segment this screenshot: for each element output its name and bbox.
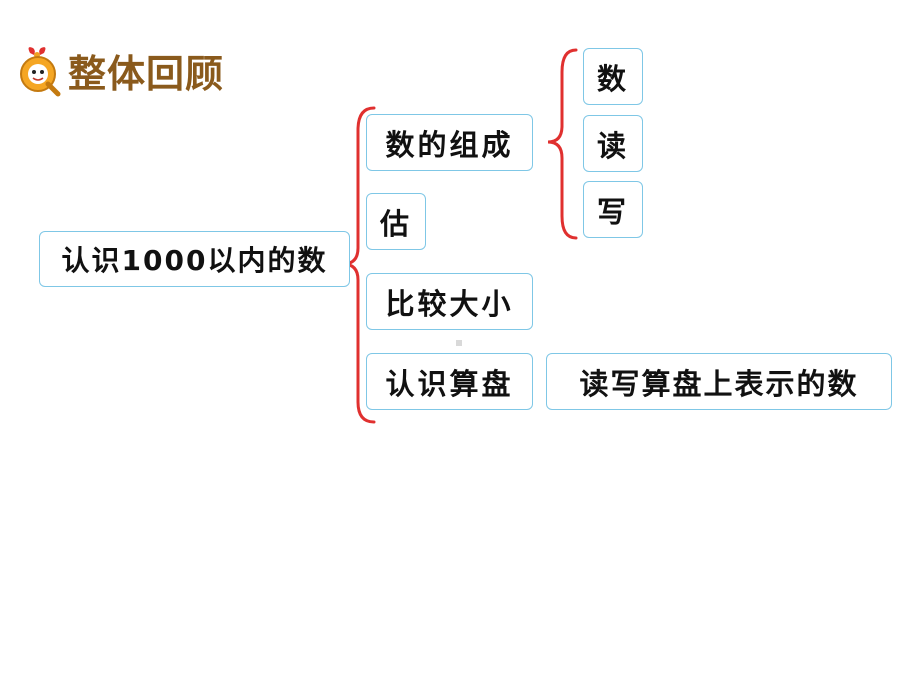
leaf-count: 数 [583, 48, 643, 105]
branch-number-composition: 数的组成 [366, 114, 533, 171]
branch-abacus: 认识算盘 [366, 353, 533, 410]
branch-estimate: 估 [366, 193, 426, 250]
branch-compare-size: 比较大小 [366, 273, 533, 330]
leaf-abacus-read-write: 读写算盘上表示的数 [546, 353, 892, 410]
leaf-write: 写 [583, 181, 643, 238]
decorative-dot [456, 340, 462, 346]
root-node: 认识1000以内的数 [39, 231, 350, 287]
page-title: 整体回顾 [68, 52, 225, 96]
cartoon-q-icon [20, 47, 61, 97]
leaf-read: 读 [583, 115, 643, 172]
sub-brace [547, 48, 578, 240]
